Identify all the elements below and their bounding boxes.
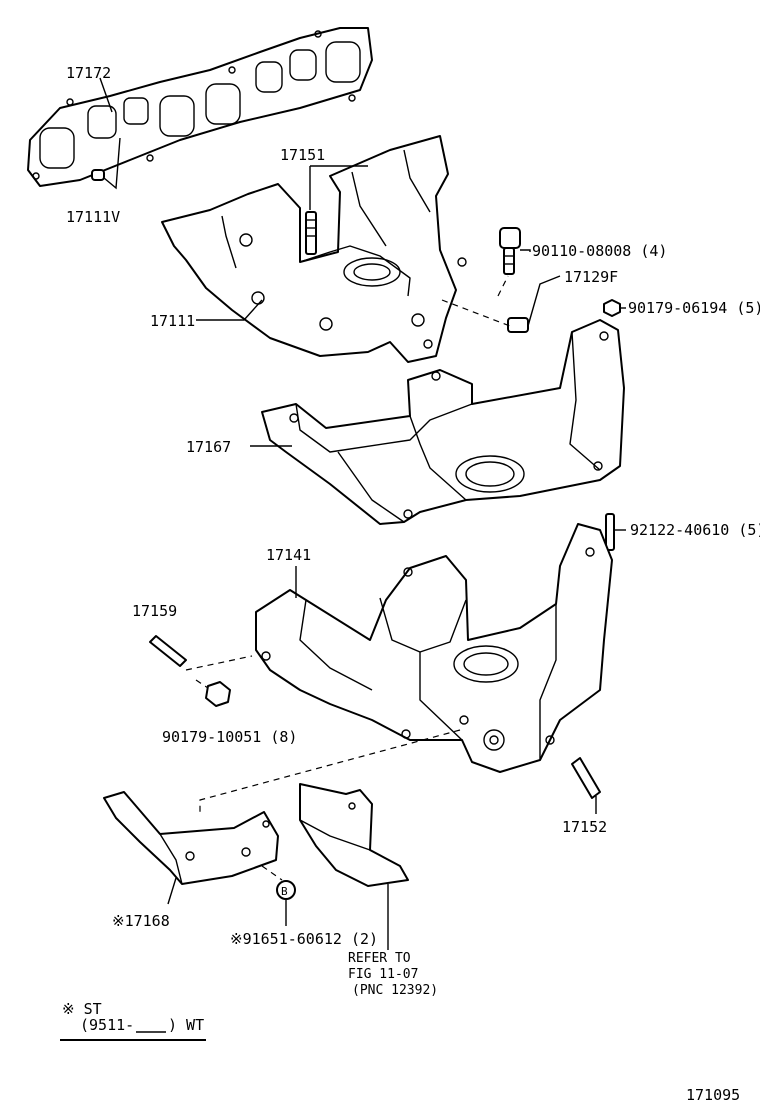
bolt-marker-b: B (281, 885, 288, 898)
label-17151: 17151 (280, 146, 325, 164)
leader-17111v (103, 137, 121, 190)
label-17111: 17111 (150, 312, 195, 330)
nut-90179-06194 (603, 299, 621, 317)
guide-line-bolt (261, 865, 283, 881)
refer-line-3: (PNC 12392) (352, 983, 438, 998)
label-92122: 92122-40610 (5) (630, 521, 760, 539)
stud-92122-40610 (605, 513, 615, 551)
label-17111v: 17111V (66, 208, 120, 226)
leader-17151 (309, 165, 368, 210)
label-17129f: 17129F (564, 268, 618, 286)
label-90110: 90110-08008 (4) (532, 242, 667, 260)
bolt-91651-60612: B (276, 880, 296, 900)
label-17141: 17141 (266, 546, 311, 564)
stud-17152 (571, 757, 601, 799)
insulator-17168 (103, 791, 279, 885)
label-17152: 17152 (562, 818, 607, 836)
stud-17151 (305, 211, 317, 255)
legend: ※ ST (9511- ) WT (60, 1000, 206, 1041)
legend-line-1: ※ ST (62, 1000, 102, 1018)
nut-90179-10051 (205, 681, 231, 707)
leader-17111 (196, 299, 263, 321)
leader-17172 (99, 77, 113, 113)
label-91651: ※91651-60612 (2) (230, 930, 378, 948)
heat-insulator-17167 (261, 319, 625, 525)
refer-line-1: REFER TO (348, 951, 411, 966)
leader-17129f (527, 275, 561, 327)
leader-90110 (520, 249, 531, 252)
pin-17111v (91, 169, 105, 181)
legend-line-2-end: ) WT (168, 1016, 204, 1034)
legend-line-2-start: (9511- (80, 1016, 134, 1034)
guide-line-insulator (199, 729, 461, 812)
stud-17159 (149, 635, 187, 667)
figure-number: 171095 (686, 1086, 740, 1104)
gasket-17172 (27, 27, 373, 187)
insulator-refer-fig (299, 783, 409, 887)
bolt-17129f (507, 317, 529, 333)
intake-manifold-17141 (255, 523, 613, 773)
leader-17168 (167, 877, 177, 905)
guide-line-lower-left (185, 655, 253, 689)
guide-line-upper (441, 275, 511, 327)
refer-line-2: FIG 11-07 (348, 967, 418, 982)
label-17172: 17172 (66, 64, 111, 82)
label-17168: ※17168 (112, 912, 170, 930)
label-90179-06194: 90179-06194 (5) (628, 299, 760, 317)
label-17167: 17167 (186, 438, 231, 456)
label-90179-10051: 90179-10051 (8) (162, 728, 297, 746)
label-17159: 17159 (132, 602, 177, 620)
bolt-90110-08008 (499, 227, 521, 275)
